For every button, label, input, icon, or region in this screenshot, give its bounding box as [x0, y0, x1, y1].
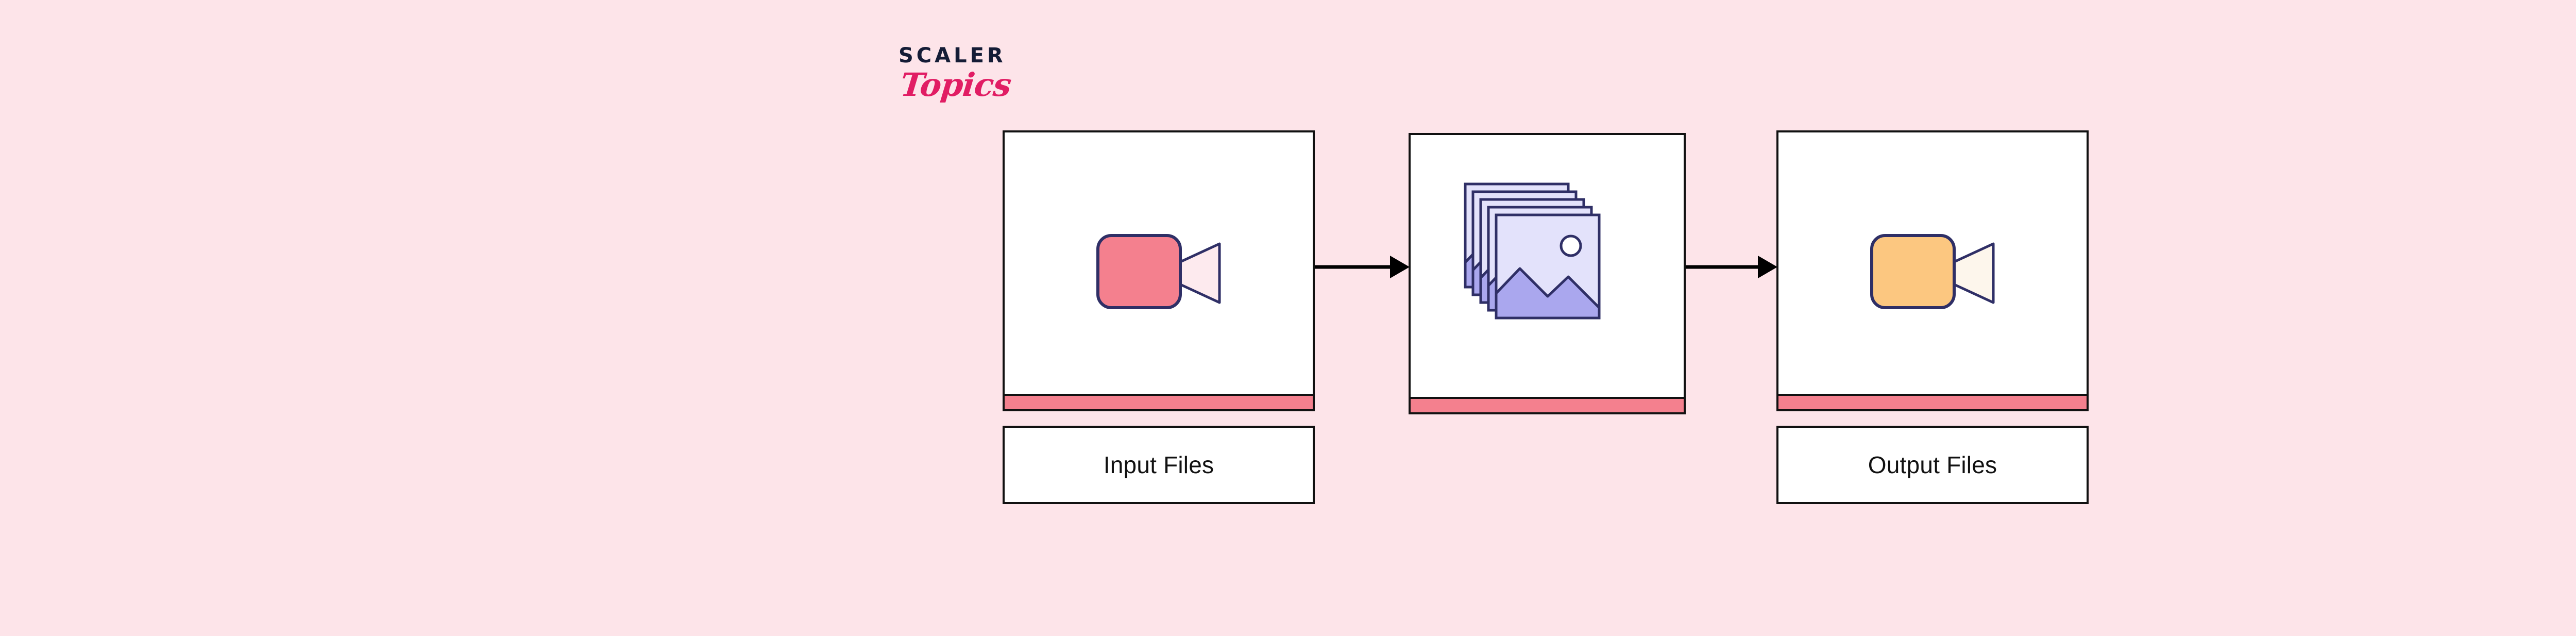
output-files-card-footer-strip	[1778, 394, 2087, 409]
input-files-label: Input Files	[1103, 451, 1214, 478]
scaler-topics-logo: SCALER Topics	[899, 45, 1053, 118]
input-files-card-footer-strip	[1005, 394, 1313, 409]
input-files-label-box: Input Files	[1003, 426, 1315, 504]
image-stack-icon	[1462, 181, 1632, 351]
processing-card-body	[1411, 135, 1684, 397]
output-files-card-body	[1778, 132, 2087, 394]
arrow-input-to-process-icon	[1315, 252, 1410, 282]
video-camera-icon	[1081, 217, 1236, 310]
processing-card	[1409, 133, 1686, 414]
output-files-label-box: Output Files	[1776, 426, 2089, 504]
output-files-card	[1776, 130, 2089, 411]
input-files-card-body	[1005, 132, 1313, 394]
video-camera-icon	[1855, 217, 2010, 310]
arrow-process-to-output-icon	[1686, 252, 1777, 282]
processing-card-footer-strip	[1411, 397, 1684, 412]
input-files-card	[1003, 130, 1315, 411]
logo-primary-text: SCALER	[899, 44, 1006, 68]
output-files-label: Output Files	[1868, 451, 1997, 478]
